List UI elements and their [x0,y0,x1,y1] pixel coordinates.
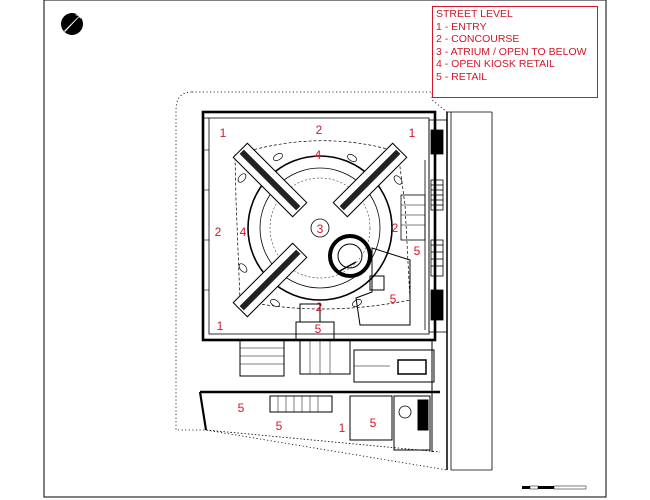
label-kiosk-w: 4 [240,225,247,239]
kiosks [237,153,403,307]
concourse-outline [234,140,411,310]
label-retail-e1: 5 [414,244,421,258]
site-boundary [175,91,448,471]
escalator-nw [232,142,308,218]
south-building [198,340,441,453]
label-concourse-e: 2 [392,221,399,235]
atrium [247,155,393,301]
label-concourse-s: 2 [316,300,323,314]
legend-item-atrium: 3 - ATRIUM / OPEN TO BELOW [436,45,587,58]
label-kiosk-n: 4 [315,148,322,162]
legend-item-entry: 1 - ENTRY [436,20,487,33]
legend-item-kiosk: 4 - OPEN KIOSK RETAIL [436,58,555,71]
rail-corridor [446,111,493,471]
escalator-sw [232,242,308,318]
north-arrow-icon [61,13,83,35]
label-retail-e2: 5 [390,292,397,306]
label-atrium: 3 [317,222,324,236]
label-retail-se: 5 [370,416,377,430]
legend-item-concourse: 2 - CONCOURSE [436,33,520,46]
label-retail-sw: 5 [238,401,245,415]
label-retail-s: 5 [276,419,283,433]
sheet-border [43,0,607,498]
legend: STREET LEVEL 1 - ENTRY 2 - CONCOURSE 3 -… [432,6,598,98]
escalator-ne [332,142,408,218]
label-entry-nw: 1 [220,126,227,140]
label-retail-s-center: 5 [315,322,322,336]
spiral-stair [328,234,372,278]
label-entry-ne: 1 [409,126,416,140]
east-service-strip [424,119,448,333]
south-core [239,303,435,383]
scale-bar [522,485,587,490]
label-concourse-w: 2 [215,225,222,239]
label-entry-s: 1 [339,421,346,435]
east-retail [355,194,426,326]
label-entry-sw: 1 [217,319,224,333]
legend-item-retail: 5 - RETAIL [436,70,488,83]
zone-labels: 1 1 1 1 2 2 2 2 3 4 4 5 5 5 5 5 5 [215,123,421,435]
legend-title: STREET LEVEL [436,8,513,20]
label-concourse-n: 2 [316,123,323,137]
